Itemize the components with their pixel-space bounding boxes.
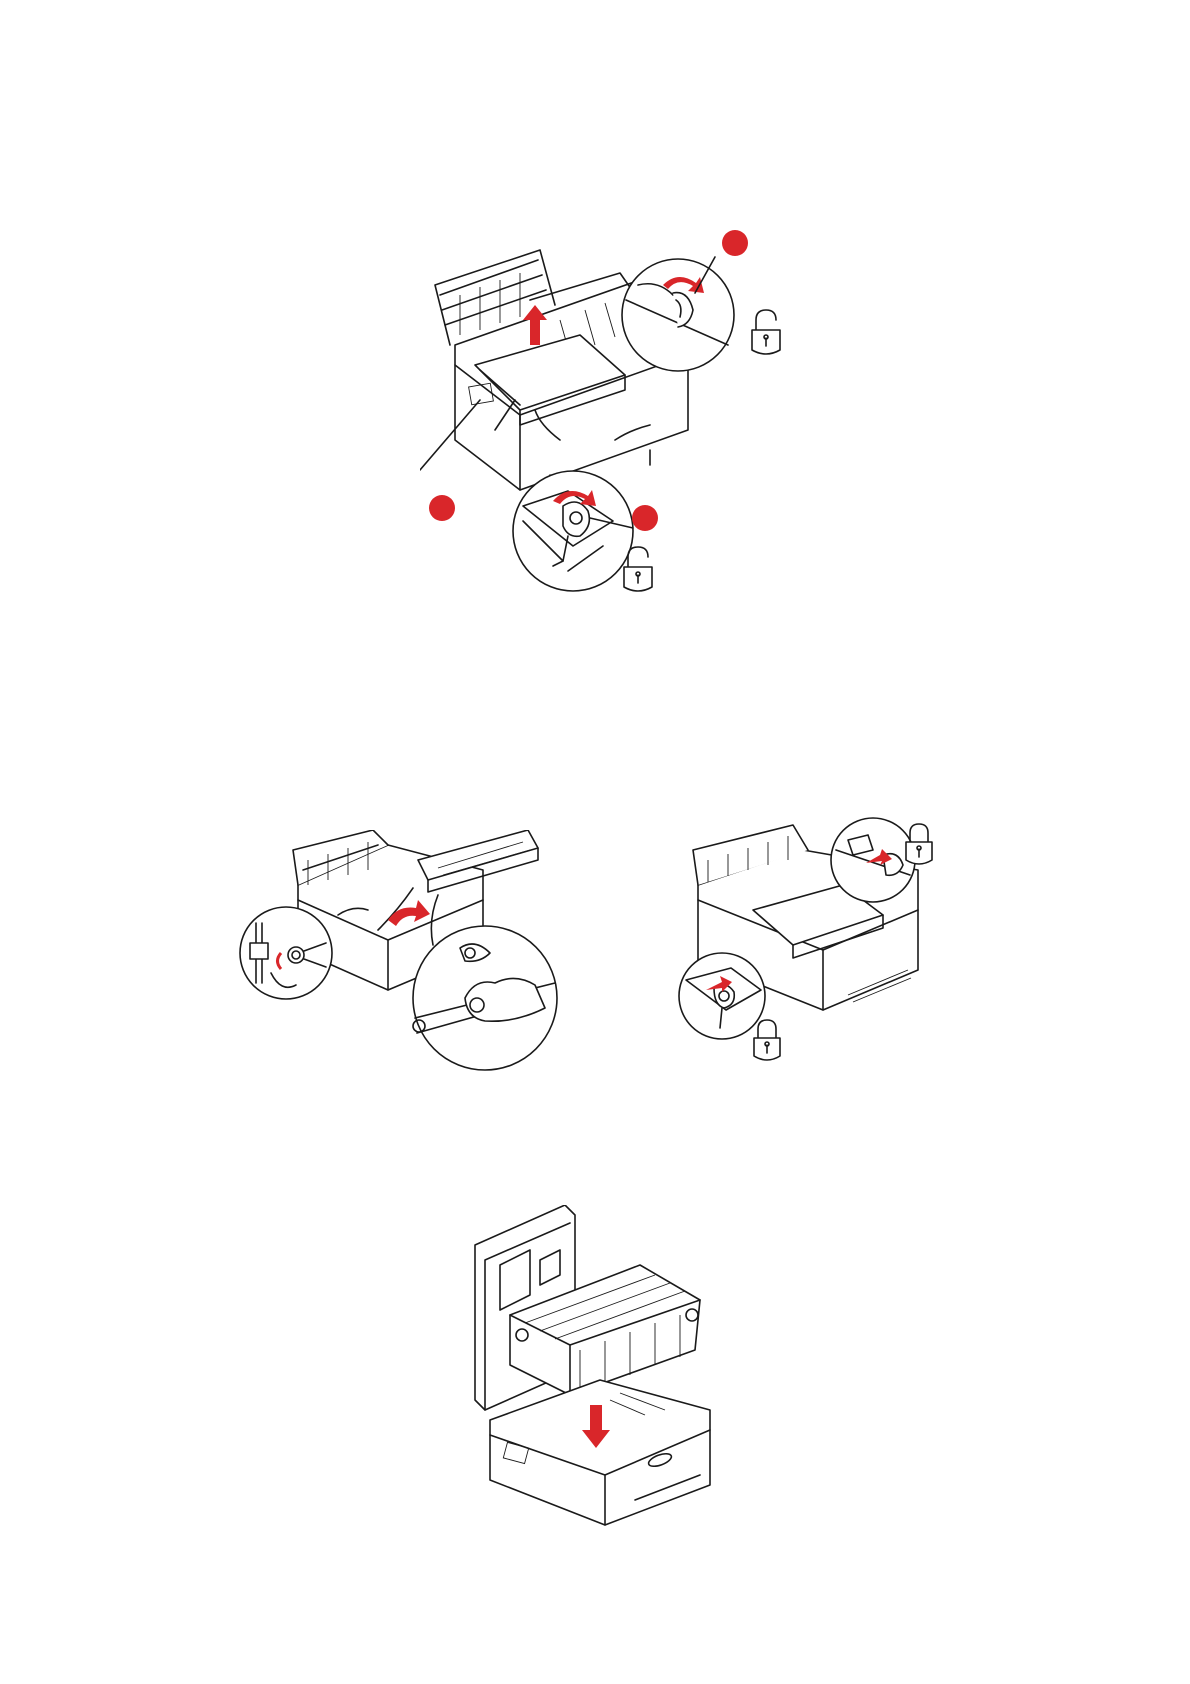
locked-padlock-icon <box>751 1018 783 1064</box>
callout-marker-icon <box>429 495 455 521</box>
callout-marker-icon <box>632 505 658 531</box>
callout-marker-2 <box>427 493 457 523</box>
zoom-circle-belt-guide <box>236 903 336 1003</box>
callout-leader-1 <box>690 255 720 295</box>
callout-marker-3 <box>630 503 660 533</box>
unlocked-padlock-bottom <box>620 545 656 595</box>
zoom-circle-top <box>618 255 738 375</box>
unlocked-padlock-icon <box>748 308 784 358</box>
callout-marker-1 <box>720 228 750 258</box>
callout-marker-icon <box>722 230 748 256</box>
unlocked-padlock-top <box>748 308 784 358</box>
locked-padlock-top <box>903 822 935 868</box>
figure-reinstall-drums <box>470 1205 720 1530</box>
locked-padlock-bottom <box>751 1018 783 1064</box>
printer-illustration-drum-install <box>470 1205 720 1530</box>
zoom-circle-bottom <box>508 466 638 596</box>
zoom-circle-belt-handle <box>405 923 565 1073</box>
unlocked-padlock-icon <box>620 545 656 595</box>
locked-padlock-icon <box>903 822 935 868</box>
